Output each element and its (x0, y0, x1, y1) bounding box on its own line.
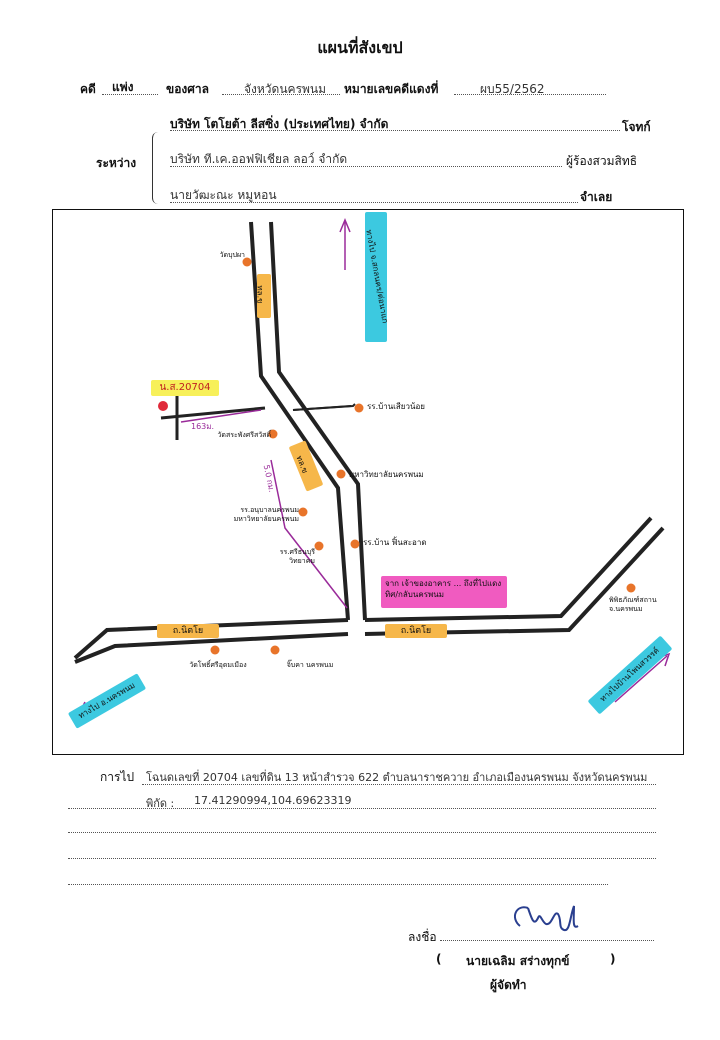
defendant-line (170, 202, 578, 203)
case-type-line (102, 94, 158, 95)
place-wat-sra: วัดสระพังศรีสวัสดิ์ (217, 431, 271, 439)
arrow-up-label-bg (365, 212, 387, 342)
signer-name: นายเฉลิม สร่างทุกข์ (466, 954, 570, 968)
court-label: ของศาล (166, 82, 209, 96)
bottom-road-bottom-left (74, 632, 349, 664)
place-school-1: รร.บ้านเสียวน้อย (367, 402, 425, 411)
subrogee-line (170, 166, 562, 167)
marker-wat-pho (210, 645, 220, 655)
place-museum: พิพิธภัณฑ์สถาน จ.นครพนม (609, 596, 657, 613)
place-jib: จิ๊บคา นครพนม (286, 661, 334, 669)
red-case-label: หมายเลขคดีแดงที่ (344, 82, 439, 96)
case-label: คดี (80, 82, 96, 96)
case-type: แพ่ง (112, 80, 134, 94)
main-road-right-edge (269, 221, 367, 621)
page-title: แผนที่สังเขป (317, 38, 403, 57)
signature-mark (513, 905, 579, 932)
between-bracket (152, 132, 163, 204)
subrogee-name: บริษัท ที.เค.ออฟฟิเชียล ลอว์ จำกัด (170, 152, 348, 166)
red-case-line (454, 94, 606, 95)
marker-school-4 (350, 539, 360, 549)
court-name: จังหวัดนครพนม (244, 82, 327, 96)
sketch-map: น.ส.20704 ทล.ข ทล.ข ถ.นิตโย ถ.นิตโย ทางไ… (52, 209, 684, 755)
coord-label: พิกัด : (146, 797, 175, 810)
road-label-bottom-right: ถ.นิตโย (385, 624, 447, 638)
red-case-number: ผบ55/2562 (480, 82, 545, 96)
main-road-left-edge (249, 221, 350, 621)
between-label: ระหว่าง (96, 156, 137, 170)
signature-scribble (508, 896, 588, 949)
road-label-bottom-left: ถ.นิตโย (157, 624, 219, 638)
marker-wat-buppha (242, 257, 252, 267)
destination-note: จาก เจ้าของอาคาร ... ถึงที่ไปแดงทิศ/กลับ… (381, 576, 507, 608)
marker-jib (270, 645, 280, 655)
plaintiff-role: โจทก์ (622, 120, 651, 134)
dist-5km-line (270, 459, 348, 609)
place-university: มหาวิทยาลัยนครพนม (349, 470, 424, 479)
marker-university (336, 469, 346, 479)
marker-museum (626, 583, 636, 593)
route-line-1: โฉนดเลขที่ 20704 เลขที่ดิน 13 หน้าสำรวจ … (146, 771, 648, 784)
marker-wat-sra (268, 429, 278, 439)
road-label-top-bg (257, 274, 271, 318)
route-label: การไป (100, 770, 135, 784)
coordinates: 17.41290994,104.69623319 (194, 794, 352, 807)
place-school-2: รร.อนุบาลนครพนม มหาวิทยาลัยนครพนม (233, 506, 299, 523)
parcel-label: น.ส.20704 (151, 380, 219, 396)
plaintiff-name: บริษัท โตโยต้า ลีสซิ่ง (ประเทศไทย) จำกัด (170, 117, 389, 131)
marker-school-1 (354, 403, 364, 413)
road-label-top: ทล.ข (255, 285, 265, 304)
plaintiff-line (170, 130, 620, 131)
sign-label: ลงชื่อ (408, 930, 437, 944)
marker-school-2 (298, 507, 308, 517)
bottom-road-top-right (364, 516, 653, 622)
place-wat-pho: วัดโพธิ์ศรีอุดมเมือง (189, 661, 247, 669)
place-school-4: รร.บ้าน ฟิ้นสะอาด (363, 538, 427, 547)
place-school-3: รร.ศรีธนบุรี วิทยาคม (279, 548, 315, 565)
name-open-paren: ( (436, 952, 442, 966)
name-close-paren: ) (610, 952, 616, 966)
court-name-line (222, 94, 340, 95)
place-wat-buppha: วัดบุปผา (219, 251, 245, 259)
signer-role: ผู้จัดทำ (490, 978, 527, 992)
defendant-name: นายวัฒะณะ หมูหอน (170, 188, 277, 202)
defendant-role: จำเลย (580, 190, 613, 204)
dist-163-line (180, 409, 262, 423)
arrow-up-right (614, 655, 668, 703)
subrogee-role: ผู้ร้องสวมสิทธิ (566, 154, 638, 168)
bottom-road-top-left (73, 618, 349, 660)
dist-163-label: 163ม. (191, 422, 215, 431)
marker-parcel (158, 401, 168, 411)
marker-school-3 (314, 541, 324, 551)
